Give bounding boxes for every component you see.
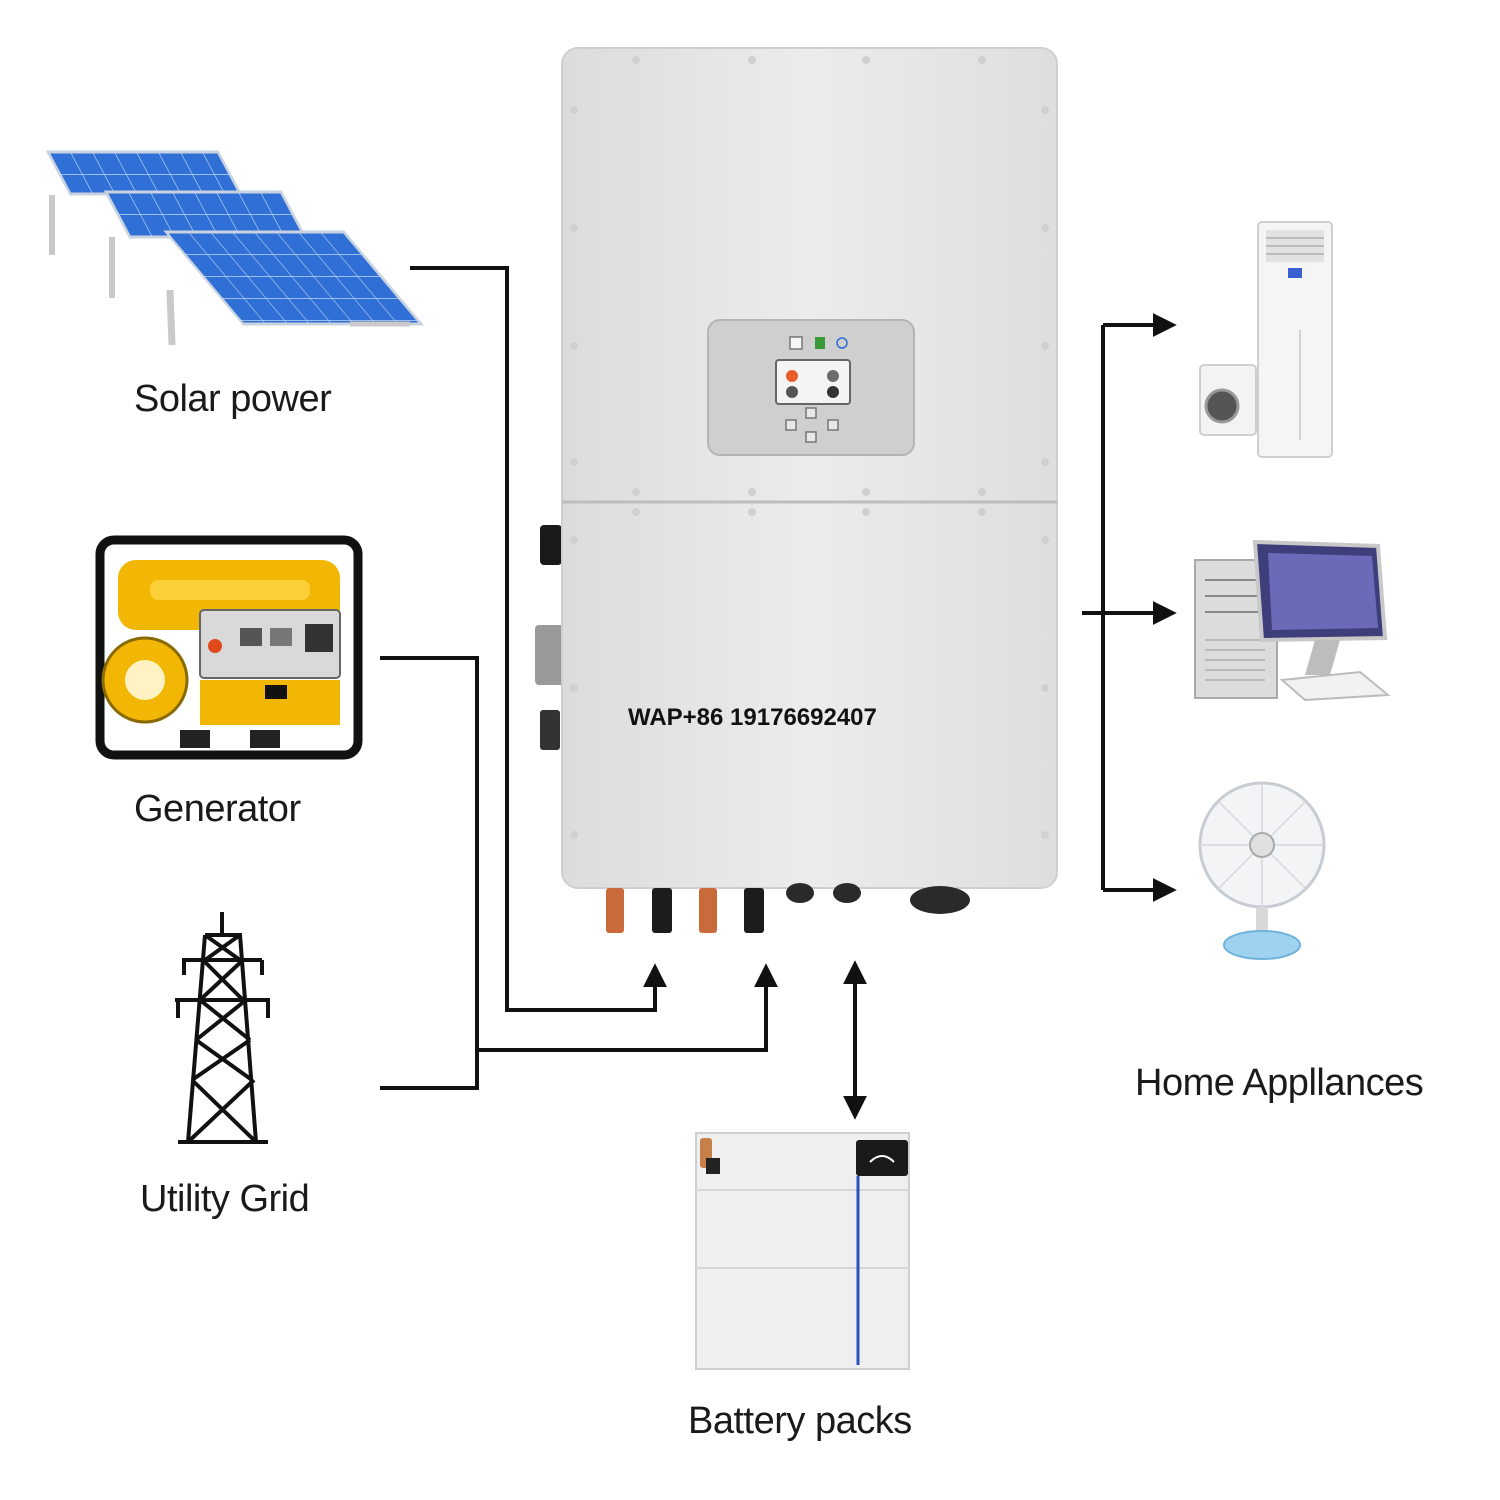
solar-panels-icon [45, 150, 424, 346]
home-appliances-label: Home Appllances [1135, 1062, 1424, 1104]
fan-icon [1198, 781, 1326, 960]
generator-label: Generator [134, 788, 301, 830]
battery-pack-icon [695, 1132, 910, 1370]
computer-icon [1194, 539, 1391, 702]
generator-line [380, 656, 479, 1090]
grid-bus-line [477, 963, 778, 1052]
solar-line [410, 266, 667, 1012]
washing-machine-icon [1199, 364, 1257, 436]
air-conditioner-icon [1257, 221, 1333, 458]
appliance-trunk [1082, 325, 1105, 890]
transmission-tower-icon [175, 912, 270, 1144]
battery-packs-label: Battery packs [688, 1400, 912, 1442]
hybrid-inverter [535, 47, 1058, 933]
contact-text: WAP+86 19176692407 [628, 704, 877, 731]
connection-lines [380, 266, 1177, 1120]
utility-grid-label: Utility Grid [140, 1178, 310, 1220]
solar-power-label: Solar power [134, 378, 332, 420]
generator-icon [95, 535, 363, 760]
